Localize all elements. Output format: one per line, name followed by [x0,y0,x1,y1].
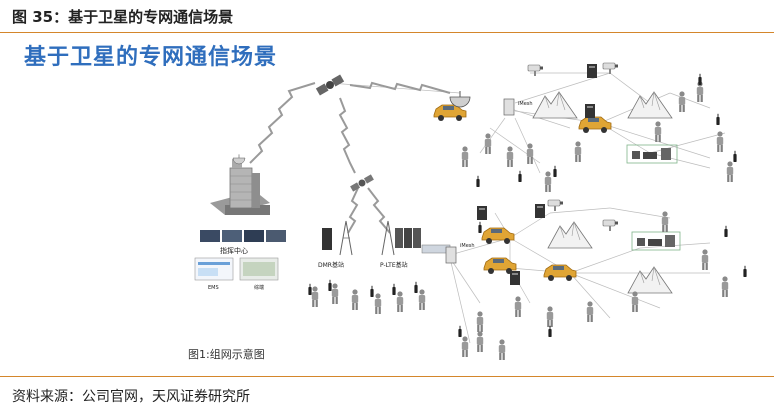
imesh-bottom-label: iMesh [460,243,475,249]
dmr-base-station-icon [322,220,353,256]
source-text: 资料来源：公司官网，天风证券研究所 [12,389,250,405]
source-footer: 资料来源：公司官网，天风证券研究所 [0,376,774,415]
command-center-screens [194,230,286,281]
mountain-icon [547,221,593,249]
camera-icon [602,62,619,75]
vehicle-dish-icon [449,90,471,108]
command-center-label: 指挥中心 [220,246,248,255]
radio-box-icon [535,204,545,218]
vehicle-icon [578,116,612,134]
secondary-satellite-icon [350,174,374,192]
camera-icon [602,219,619,232]
dmr-label: DMR基站 [318,261,344,269]
radio-box-icon [477,206,487,220]
command-center-building-icon [210,154,270,215]
camera-icon [527,64,544,77]
mountain-icon [532,91,578,119]
mountain-icon [627,266,673,294]
plte-label: P-LTE基站 [380,261,408,269]
figure-header: 图 35：基于卫星的专网通信场景 [0,0,774,33]
imesh-node-top-icon [503,98,515,116]
equipment-group-icon [631,231,681,251]
diagram-title: 基于卫星的专网通信场景 [24,45,278,70]
plte-base-station-icon [381,220,451,256]
equipment-group-icon [626,144,678,164]
ems-screen-label: EMS [208,285,219,291]
wireless-links [249,81,451,234]
camera-icon [547,199,564,212]
imesh-top-label: iMesh [518,101,533,107]
terminal-screen-label: 综端 [254,284,264,291]
diagram-canvas: 指挥中心 EMS 综端 DMR基站 P-LTE基站 iMesh iM [194,62,747,360]
main-satellite-icon [315,74,345,96]
radio-box-icon [510,271,520,285]
network-diagram: 指挥中心 EMS 综端 DMR基站 P-LTE基站 iMesh iM [10,33,765,373]
mountain-icon [627,91,673,119]
radio-box-icon [587,64,597,78]
diagram-caption: 图1:组网示意图 [188,348,265,361]
field-personnel [311,81,734,360]
figure-number-title: 图 35：基于卫星的专网通信场景 [12,8,234,26]
vehicle-icon [433,104,467,122]
radio-box-icon [585,104,595,118]
imesh-node-bottom-icon [445,246,457,264]
vehicle-icon [543,264,577,282]
